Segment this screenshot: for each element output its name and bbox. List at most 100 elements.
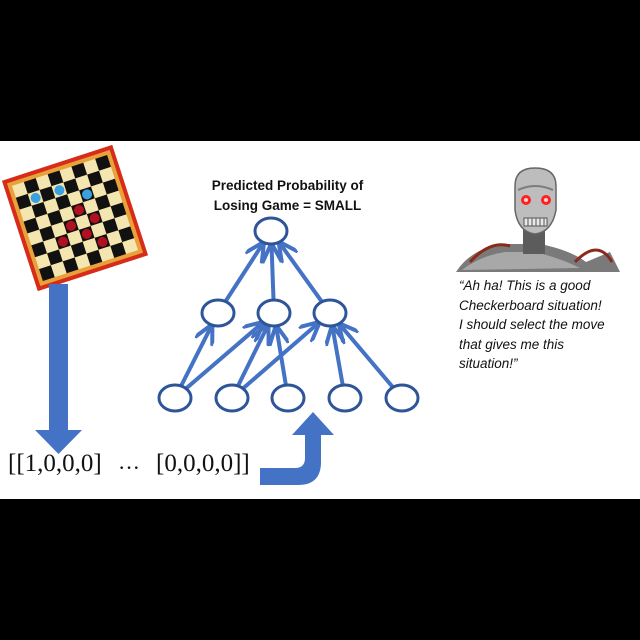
board-square — [39, 265, 55, 282]
board-square — [90, 222, 107, 238]
quote-line-2: Checkerboard situation! — [459, 297, 602, 313]
board-square — [75, 214, 91, 230]
network-edge — [179, 326, 211, 387]
board-square — [35, 253, 51, 270]
network-edge — [340, 324, 395, 389]
board-square — [94, 194, 111, 211]
network-nodes — [157, 216, 420, 413]
network-edge — [276, 327, 286, 386]
down-arrow — [35, 284, 82, 454]
board-square — [23, 217, 40, 234]
network-edge — [236, 326, 268, 387]
board-square — [11, 182, 28, 198]
board-square — [83, 198, 99, 215]
prediction-title-line-2: Losing Game = SMALL — [213, 198, 362, 213]
board-square — [31, 201, 48, 218]
robot-skull-icon — [456, 167, 620, 272]
board-square — [27, 229, 44, 246]
board-square — [63, 178, 80, 195]
red-checker-piece — [89, 213, 100, 224]
board-square — [82, 237, 99, 254]
board-square — [86, 249, 103, 266]
hidden-node — [256, 298, 292, 328]
board-square — [95, 154, 111, 171]
network-edges — [179, 243, 395, 391]
board-square — [39, 225, 56, 242]
board-square — [43, 237, 59, 254]
board-square — [110, 202, 127, 219]
red-checker-piece — [57, 236, 68, 247]
board-square — [58, 245, 75, 262]
prediction-title-line-1: Predicted Probability of — [211, 178, 364, 193]
input-vector-first: [[1,0,0,0] — [8, 450, 102, 477]
board-square — [47, 249, 63, 266]
board-square — [62, 257, 79, 274]
output-node — [253, 216, 289, 246]
quote-line-3: I should select the move — [459, 317, 605, 332]
red-checker-piece — [74, 205, 85, 216]
board-square — [98, 206, 115, 223]
board-square — [55, 194, 72, 210]
board-square — [59, 206, 75, 222]
board-square — [87, 170, 103, 187]
robot-quote: “Ah ha! This is a good Checkerboard situ… — [459, 276, 639, 374]
curved-up-arrow — [260, 412, 334, 485]
network-edge — [223, 243, 263, 303]
board-square — [31, 241, 48, 258]
board-square — [102, 178, 119, 195]
board-square — [118, 226, 135, 243]
board-square — [106, 230, 123, 246]
board-square — [70, 241, 87, 258]
quote-line-5: situation!” — [459, 356, 518, 371]
board-square — [35, 213, 52, 230]
board-square — [47, 170, 64, 187]
board-square — [110, 242, 127, 258]
checkerboard-icon — [1, 144, 149, 292]
input-node — [157, 383, 193, 413]
board-square — [122, 238, 139, 254]
network-edge — [184, 323, 262, 391]
input-node — [384, 383, 420, 413]
board-square — [19, 205, 36, 222]
input-node — [270, 383, 306, 413]
board-square — [83, 158, 100, 175]
board-square — [74, 253, 91, 270]
board-square — [71, 162, 88, 179]
input-node — [214, 383, 250, 413]
quote-line-4: that gives me this — [459, 336, 565, 352]
board-square — [102, 218, 119, 235]
network-edge — [332, 327, 342, 386]
blue-checker-piece — [30, 192, 41, 203]
hidden-node — [312, 298, 348, 328]
board-square — [43, 198, 60, 214]
input-vector-last: [0,0,0,0]] — [156, 450, 250, 477]
input-node — [327, 383, 363, 413]
hidden-node — [200, 298, 236, 328]
board-square — [91, 182, 107, 199]
quote-line-1: “Ah ha! This is a good — [459, 278, 591, 293]
network-edge — [272, 245, 274, 301]
blue-checker-piece — [54, 185, 65, 196]
board-square — [50, 261, 67, 278]
red-checker-piece — [97, 236, 108, 247]
board-square — [39, 186, 56, 202]
network-edge — [280, 243, 324, 303]
board-square — [59, 166, 76, 183]
board-square — [75, 174, 92, 191]
board-square — [67, 190, 84, 207]
board-square — [114, 214, 131, 231]
board-square — [15, 193, 32, 210]
board-square — [106, 190, 123, 207]
red-checker-piece — [81, 228, 92, 239]
board-square — [35, 174, 52, 191]
board-square — [23, 178, 40, 194]
board-square — [98, 245, 115, 262]
board-square — [99, 166, 115, 183]
input-vector-ellipsis: ··· — [118, 455, 140, 480]
board-square — [51, 221, 67, 238]
board-square — [47, 209, 64, 226]
red-checker-piece — [65, 220, 76, 231]
board-square — [66, 229, 83, 246]
